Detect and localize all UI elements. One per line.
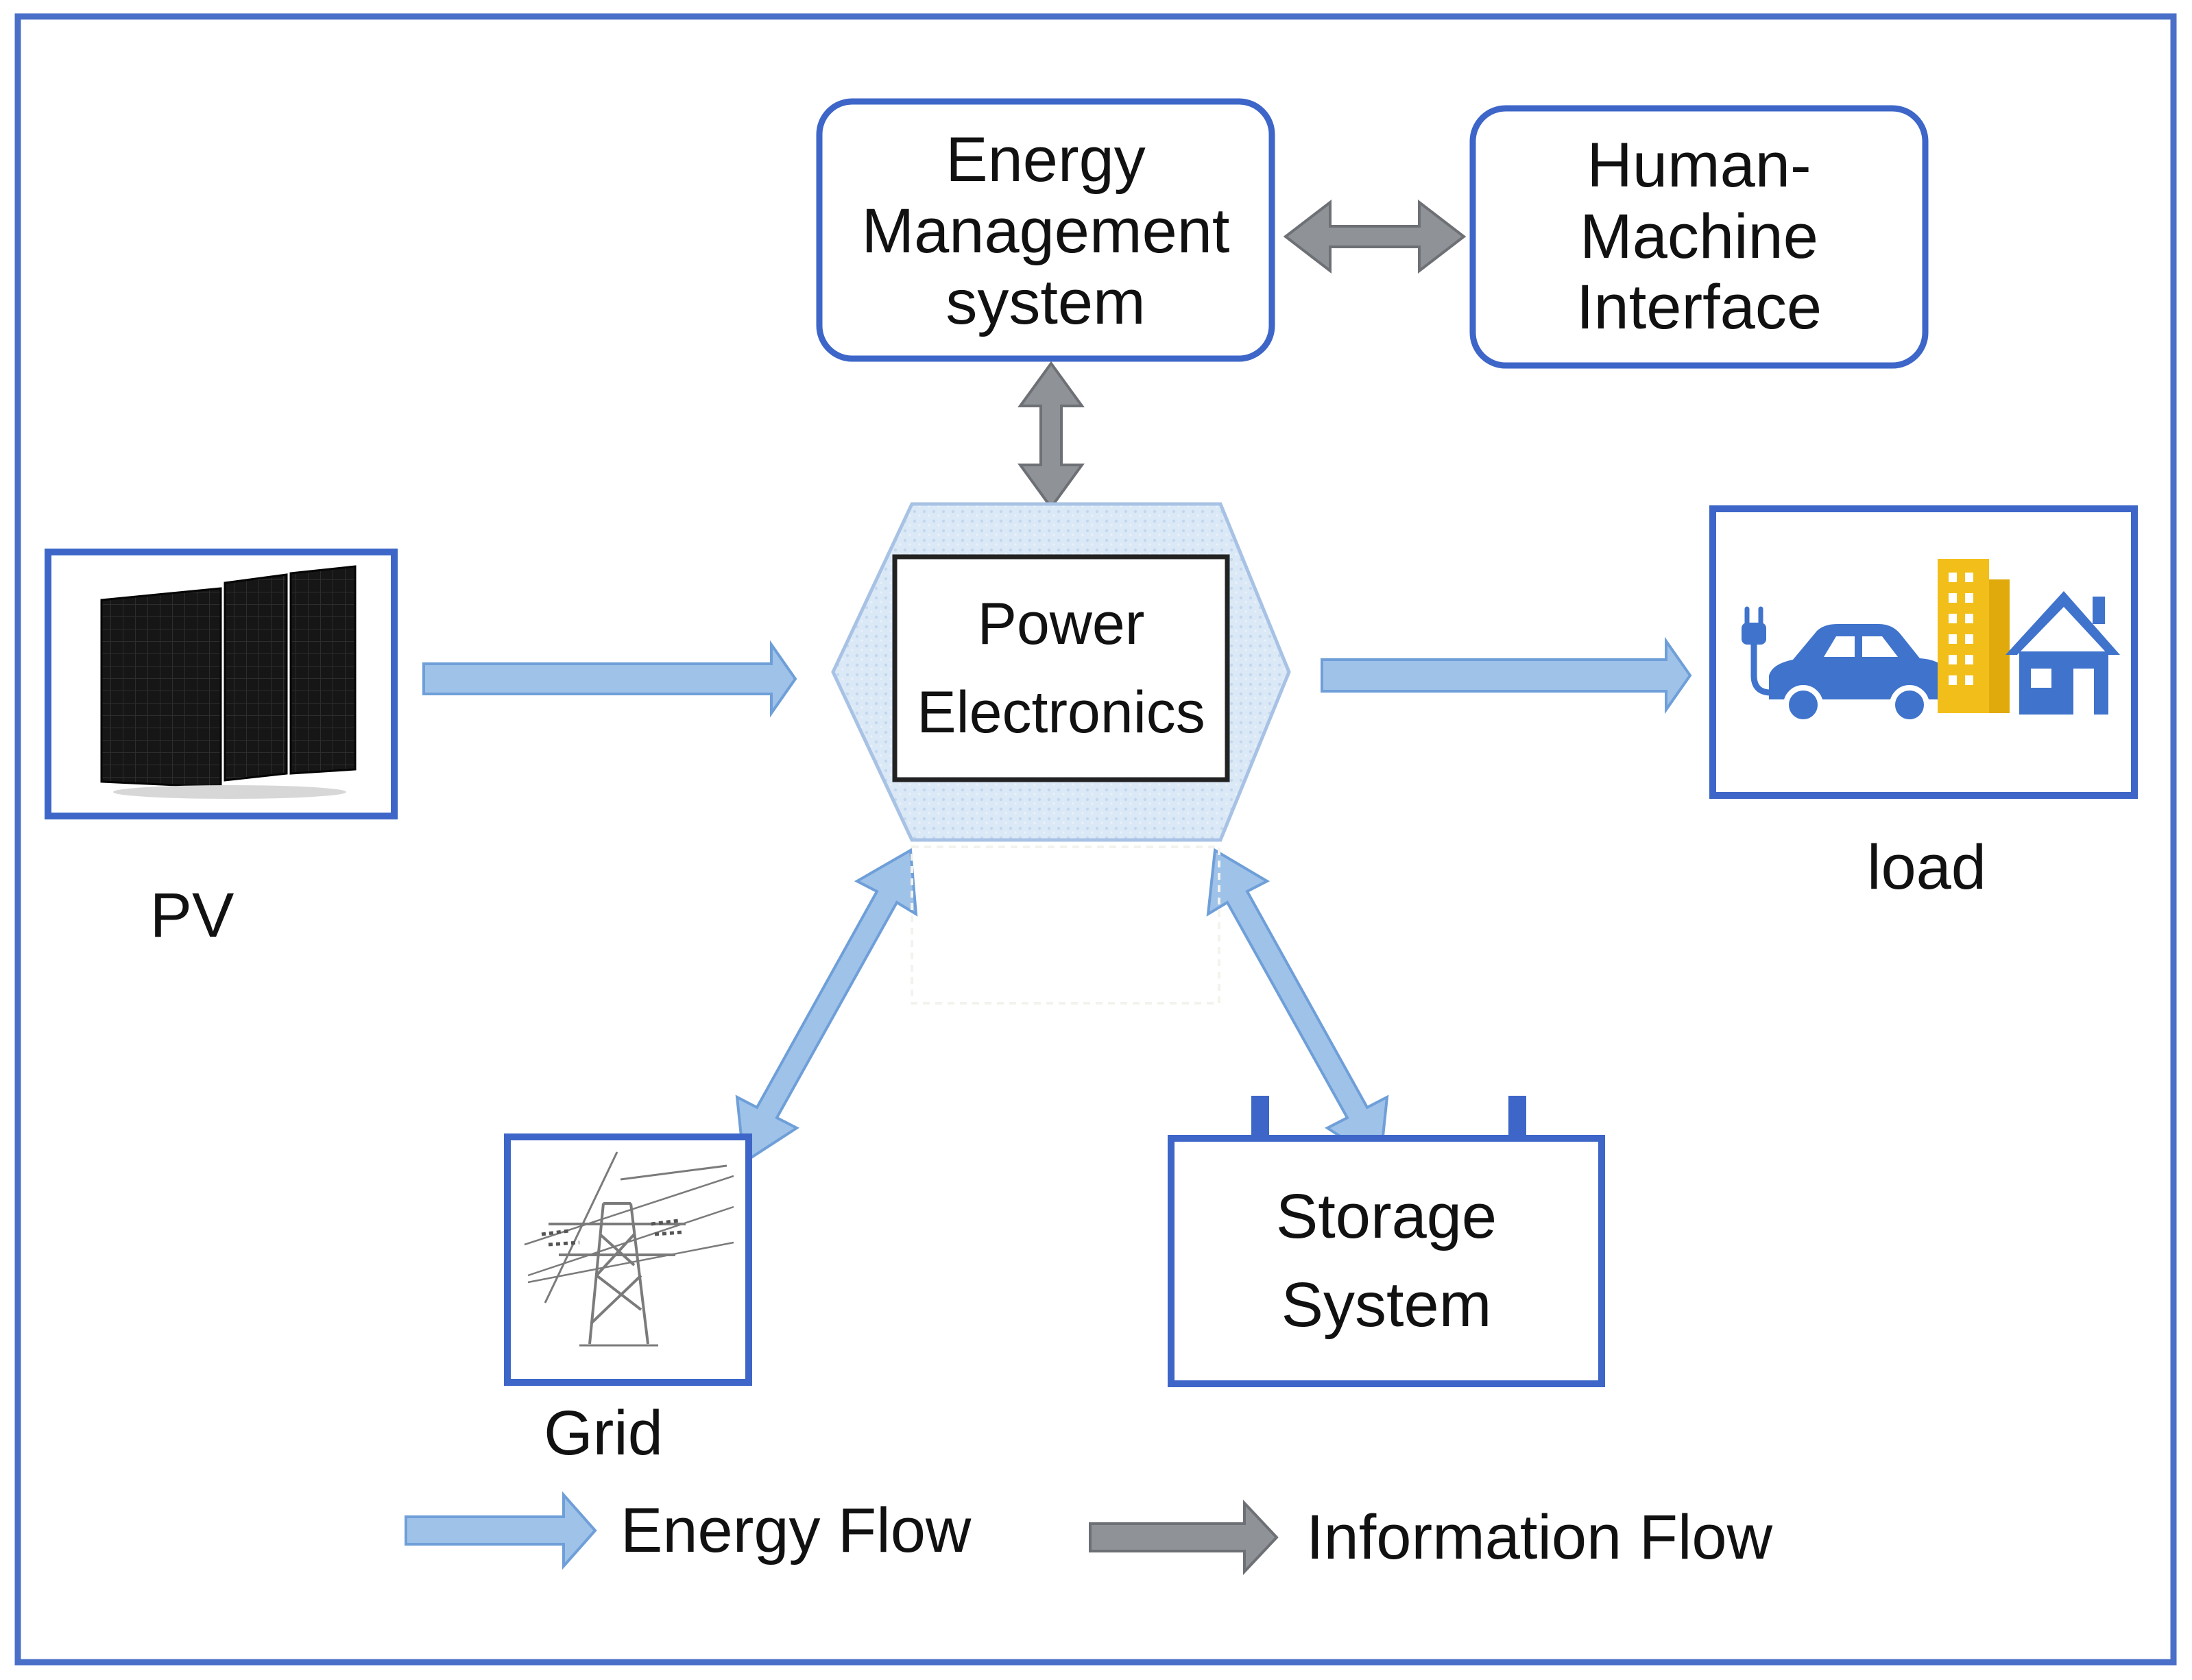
ems-line-2: Management	[861, 196, 1230, 267]
storage-label: Storage System	[1171, 1138, 1602, 1384]
battery-terminal-left	[1251, 1096, 1269, 1136]
ems-line-3: system	[946, 267, 1146, 337]
load-label: load	[1867, 832, 1986, 902]
power-electronics-line-1: Power	[977, 590, 1145, 657]
storage-line-1: Storage	[1275, 1181, 1497, 1252]
transmission-tower-icon	[524, 1151, 734, 1347]
building-icon	[1938, 559, 2010, 713]
ems-label: Energy Management system	[819, 101, 1272, 362]
power-electronics-label: Power Electronics	[895, 557, 1227, 780]
solar-panel-icon	[100, 565, 357, 799]
ev-car-icon	[1742, 606, 1947, 725]
hmi-line-3: Interface	[1576, 272, 1822, 343]
faint-placeholder-box	[911, 845, 1220, 1005]
energy-arrow-pv-pe	[422, 640, 797, 718]
pv-label: PV	[149, 880, 234, 950]
hmi-line-2: Machine	[1580, 201, 1818, 272]
ems-line-1: Energy	[946, 125, 1146, 195]
ems-box	[816, 98, 1275, 362]
house-icon	[2006, 591, 2120, 715]
power-electronics-box	[892, 554, 1230, 782]
energy-arrow-pe-load	[1321, 636, 1692, 715]
hmi-box	[1469, 105, 1929, 369]
hmi-label: Human- Machine Interface	[1473, 108, 1925, 365]
power-electronics-line-2: Electronics	[917, 679, 1205, 745]
info-arrow-ems-hmi	[1283, 199, 1467, 274]
legend-energy-arrow	[405, 1491, 597, 1570]
legend-energy-flow-label: Energy Flow	[621, 1496, 972, 1565]
hmi-line-1: Human-	[1587, 130, 1811, 200]
grid-label: Grid	[544, 1398, 663, 1468]
storage-box	[1168, 1135, 1605, 1387]
legend-information-flow-label: Information Flow	[1306, 1502, 1773, 1572]
storage-line-2: System	[1281, 1270, 1492, 1340]
battery-terminal-right	[1508, 1096, 1526, 1136]
legend-info-arrow	[1089, 1499, 1279, 1576]
